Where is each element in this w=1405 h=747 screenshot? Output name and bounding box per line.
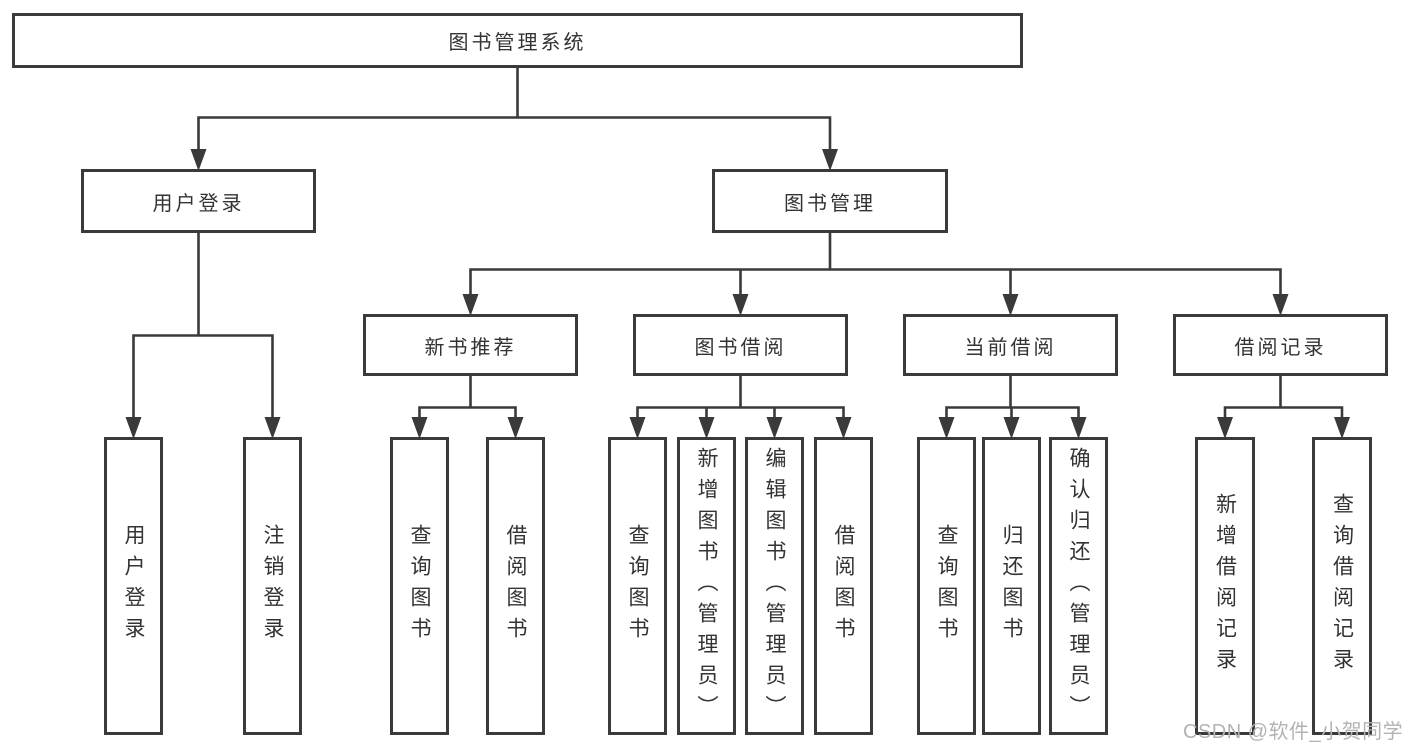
node-user-login: 用户登录 <box>81 169 316 233</box>
node-current-borrowing: 当前借阅 <box>903 314 1118 376</box>
node-label: 当前借阅 <box>964 336 1057 359</box>
node-label: 图书借阅 <box>694 336 787 359</box>
node-label: 借阅记录 <box>1234 336 1327 359</box>
node-label: 借阅图书 <box>504 524 527 648</box>
node-label: 新增图书（管理员） <box>695 446 718 726</box>
node-label: 归还图书 <box>1000 524 1023 648</box>
node-leaf-add-borrow-record: 新增借阅记录 <box>1195 437 1255 735</box>
node-borrowing-records: 借阅记录 <box>1173 314 1388 376</box>
node-label: 确认归还（管理员） <box>1067 446 1090 726</box>
node-leaf-add-books-admin: 新增图书（管理员） <box>677 437 736 735</box>
node-label: 图书管理 <box>784 192 876 215</box>
node-leaf-query-books-borrowing: 查询图书 <box>608 437 667 735</box>
node-new-book-recommend: 新书推荐 <box>363 314 578 376</box>
watermark: CSDN @软件_小贺同学 <box>1183 721 1404 743</box>
node-book-management: 图书管理 <box>712 169 948 233</box>
node-leaf-edit-books-admin: 编辑图书（管理员） <box>745 437 804 735</box>
node-label: 图书管理系统 <box>448 32 587 54</box>
node-leaf-return-books: 归还图书 <box>982 437 1041 735</box>
node-leaf-query-books-current: 查询图书 <box>917 437 976 735</box>
node-label: 编辑图书（管理员） <box>763 446 786 726</box>
node-label: 注销登录 <box>261 524 284 648</box>
node-label: 借阅图书 <box>832 524 855 648</box>
node-leaf-borrow-books-recommend: 借阅图书 <box>486 437 545 735</box>
node-leaf-query-books-recommend: 查询图书 <box>390 437 449 735</box>
node-label: 新书推荐 <box>424 336 517 359</box>
node-leaf-query-borrow-record: 查询借阅记录 <box>1312 437 1372 735</box>
node-label: 查询图书 <box>935 524 958 648</box>
node-book-management-system: 图书管理系统 <box>12 13 1023 68</box>
node-leaf-user-login: 用户登录 <box>104 437 163 735</box>
node-label: 新增借阅记录 <box>1213 493 1237 679</box>
node-label: 查询图书 <box>408 524 431 648</box>
node-label: 查询图书 <box>626 524 649 648</box>
node-book-borrowing: 图书借阅 <box>633 314 848 376</box>
node-label: 用户登录 <box>122 524 145 648</box>
node-leaf-borrow-books-borrowing: 借阅图书 <box>814 437 873 735</box>
node-leaf-confirm-return-admin: 确认归还（管理员） <box>1049 437 1108 735</box>
node-label: 查询借阅记录 <box>1330 493 1354 679</box>
node-leaf-logout: 注销登录 <box>243 437 302 735</box>
node-label: 用户登录 <box>152 192 245 215</box>
